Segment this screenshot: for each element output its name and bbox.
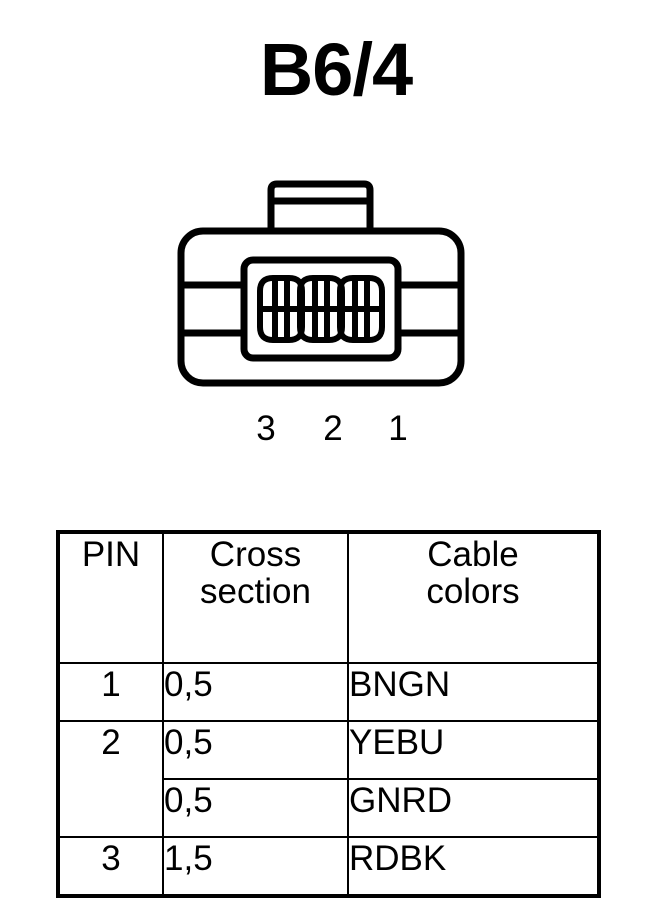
cell-cable-color: BNGN <box>347 662 600 722</box>
cell-cross-section: 0,5 <box>162 662 349 722</box>
column-header-cable-colors: Cable colors <box>347 531 600 664</box>
pin-cavity-1 <box>337 275 385 343</box>
table-row: 1 0,5 BNGN <box>57 662 600 722</box>
column-header-cross-section-line1: Cross <box>209 535 302 574</box>
cell-cross-section: 0,5 <box>162 720 349 780</box>
table-row: 2 0,5 YEBU <box>57 720 600 838</box>
connector-diagram <box>156 178 516 448</box>
cell-pin: 1 <box>57 662 164 722</box>
pin-position-labels: 3 2 1 <box>178 408 482 450</box>
cell-cross-section: 0,5 <box>162 778 349 838</box>
column-header-pin: PIN <box>57 531 164 664</box>
cell-pin: 2 <box>57 720 164 838</box>
page-title: B6/4 <box>259 28 413 111</box>
pinout-table-container: PIN Cross section Cable colors 1 0,5 BNG… <box>56 530 601 898</box>
column-header-cross-section: Cross section <box>162 531 349 664</box>
cell-cable-color: RDBK <box>347 836 600 897</box>
column-header-cross-section-line2: section <box>200 572 311 612</box>
connector-body-outline <box>177 227 465 387</box>
pin-position-label-1: 1 <box>388 409 408 448</box>
pinout-table: PIN Cross section Cable colors 1 0,5 BNG… <box>56 530 601 898</box>
latch-outline <box>267 180 374 232</box>
table-row: 0,5 GNRD <box>58 778 600 838</box>
pin-cavity-2 <box>297 275 345 343</box>
table-header-row: PIN Cross section Cable colors <box>57 531 600 664</box>
pin-position-label-3: 3 <box>256 409 276 448</box>
cell-cable-color: YEBU <box>347 720 600 780</box>
cell-cable-color: GNRD <box>347 778 600 838</box>
pin-cavity-3 <box>257 275 305 343</box>
column-header-cable-colors-line2: colors <box>426 572 520 612</box>
pin-position-label-2: 2 <box>323 409 343 448</box>
column-header-cable-colors-line1: Cable <box>427 535 519 574</box>
inner-housing-outline <box>240 256 402 362</box>
table-row: 3 1,5 RDBK <box>57 836 600 897</box>
cell-pin: 3 <box>57 836 164 897</box>
cell-cross-section: 1,5 <box>162 836 349 897</box>
